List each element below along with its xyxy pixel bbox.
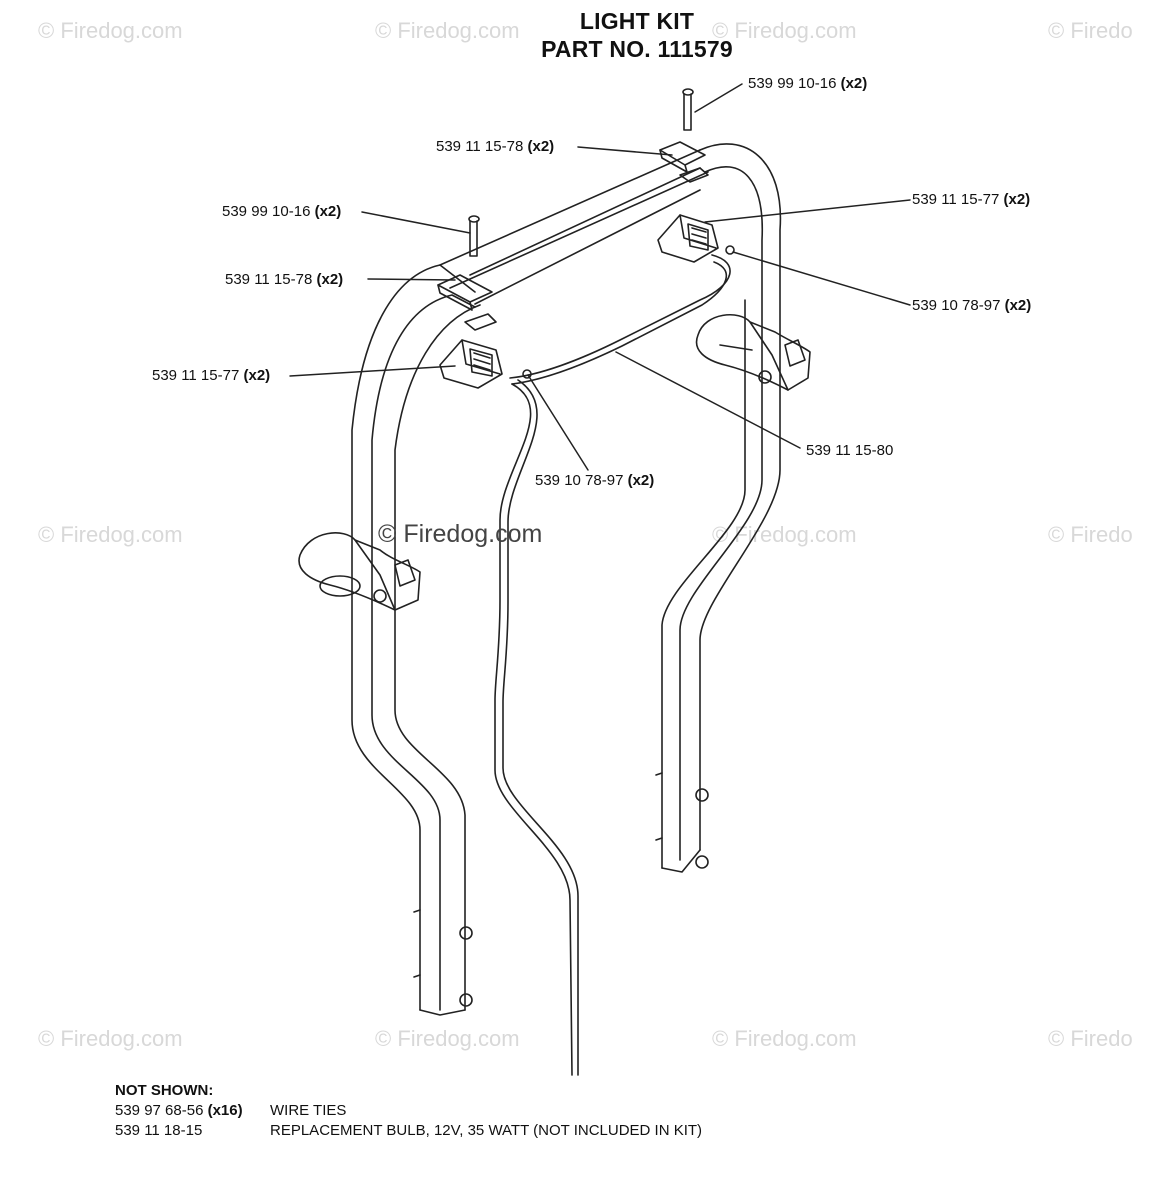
not-shown-description: REPLACEMENT BULB, 12V, 35 WATT (NOT INCL…	[270, 1122, 703, 1139]
callout-qty: (x2)	[316, 271, 344, 288]
callout-qty: (x2)	[840, 75, 868, 92]
watermark: © Firedog.com	[38, 1026, 183, 1051]
watermark: © Firedog.com	[38, 18, 183, 43]
callout-part-number: 539 11 15-78	[225, 271, 313, 288]
right-handle-tube	[661, 143, 782, 873]
callout-bracket-top: 539 11 15-78 (x2)	[436, 138, 554, 155]
callout-lamp-lower: 539 11 15-77 (x2)	[152, 367, 270, 384]
watermark: © Firedog.com	[375, 18, 520, 43]
callout-nut-lower: 539 10 78-97 (x2)	[535, 472, 654, 489]
callout-wire-harness: 539 11 15-80	[806, 442, 893, 459]
left-handle-tube	[351, 264, 481, 1016]
callout-nut-upper: 539 10 78-97 (x2)	[912, 297, 1031, 314]
bolt-left	[468, 215, 480, 257]
not-shown-description: WIRE TIES	[270, 1102, 347, 1119]
callout-part-number: 539 99 10-16	[222, 203, 311, 220]
callout-qty: (x2)	[314, 203, 342, 220]
lamp-upper	[657, 214, 735, 263]
callout-lamp-upper: 539 11 15-77 (x2)	[912, 191, 1030, 208]
callout-bolt-top: 539 99 10-16 (x2)	[748, 75, 867, 92]
not-shown-notes: NOT SHOWN: 539 97 68-56 (x16) WIRE TIES …	[115, 1081, 702, 1141]
callout-qty: (x2)	[627, 472, 655, 489]
callout-part-number: 539 11 15-80	[806, 442, 894, 459]
tube-fasteners	[413, 772, 709, 1007]
watermark: © Firedog.com	[712, 18, 857, 43]
watermark: © Firedog.com	[375, 1026, 520, 1051]
watermark: © Firedo	[1048, 1026, 1133, 1051]
watermark: © Firedog.com	[38, 522, 183, 547]
callout-qty: (x2)	[527, 138, 555, 155]
callout-part-number: 539 10 78-97	[535, 472, 624, 489]
callout-bolt-left: 539 99 10-16 (x2)	[222, 203, 341, 220]
not-shown-qty: (x16)	[207, 1102, 243, 1119]
callout-part-number: 539 10 78-97	[912, 297, 1001, 314]
not-shown-part: 539 11 18-15	[115, 1122, 203, 1139]
watermark-center: © Firedog.com	[378, 520, 543, 548]
leader-lines	[289, 83, 911, 471]
callout-part-number: 539 11 15-78	[436, 138, 524, 155]
callout-part-number: 539 11 15-77	[912, 191, 1000, 208]
left-control-lever	[298, 532, 421, 611]
lamp-lower	[439, 339, 532, 389]
callout-qty: (x2)	[1003, 191, 1031, 208]
callout-qty: (x2)	[1004, 297, 1032, 314]
right-control-lever	[695, 314, 811, 391]
not-shown-heading: NOT SHOWN:	[115, 1082, 214, 1099]
callout-part-number: 539 11 15-77	[152, 367, 240, 384]
callout-part-number: 539 99 10-16	[748, 75, 837, 92]
callout-bracket-left: 539 11 15-78 (x2)	[225, 271, 343, 288]
part-number-title: PART NO. 111579	[541, 36, 733, 62]
diagram-title: LIGHT KIT	[579, 8, 695, 34]
lower-bracket-top	[437, 274, 497, 331]
not-shown-item: 539 11 18-15 REPLACEMENT BULB, 12V, 35 W…	[115, 1121, 702, 1141]
bolt-top	[682, 88, 694, 131]
top-crossbar	[439, 149, 709, 305]
callout-qty: (x2)	[243, 367, 271, 384]
watermark: © Firedog.com	[712, 1026, 857, 1051]
watermark: © Firedo	[1048, 522, 1133, 547]
wire-harness	[494, 254, 731, 1076]
not-shown-part: 539 97 68-56	[115, 1102, 204, 1119]
not-shown-item: 539 97 68-56 (x16) WIRE TIES	[115, 1101, 346, 1121]
watermark: © Firedo	[1048, 18, 1133, 43]
watermark: © Firedog.com	[712, 522, 857, 547]
